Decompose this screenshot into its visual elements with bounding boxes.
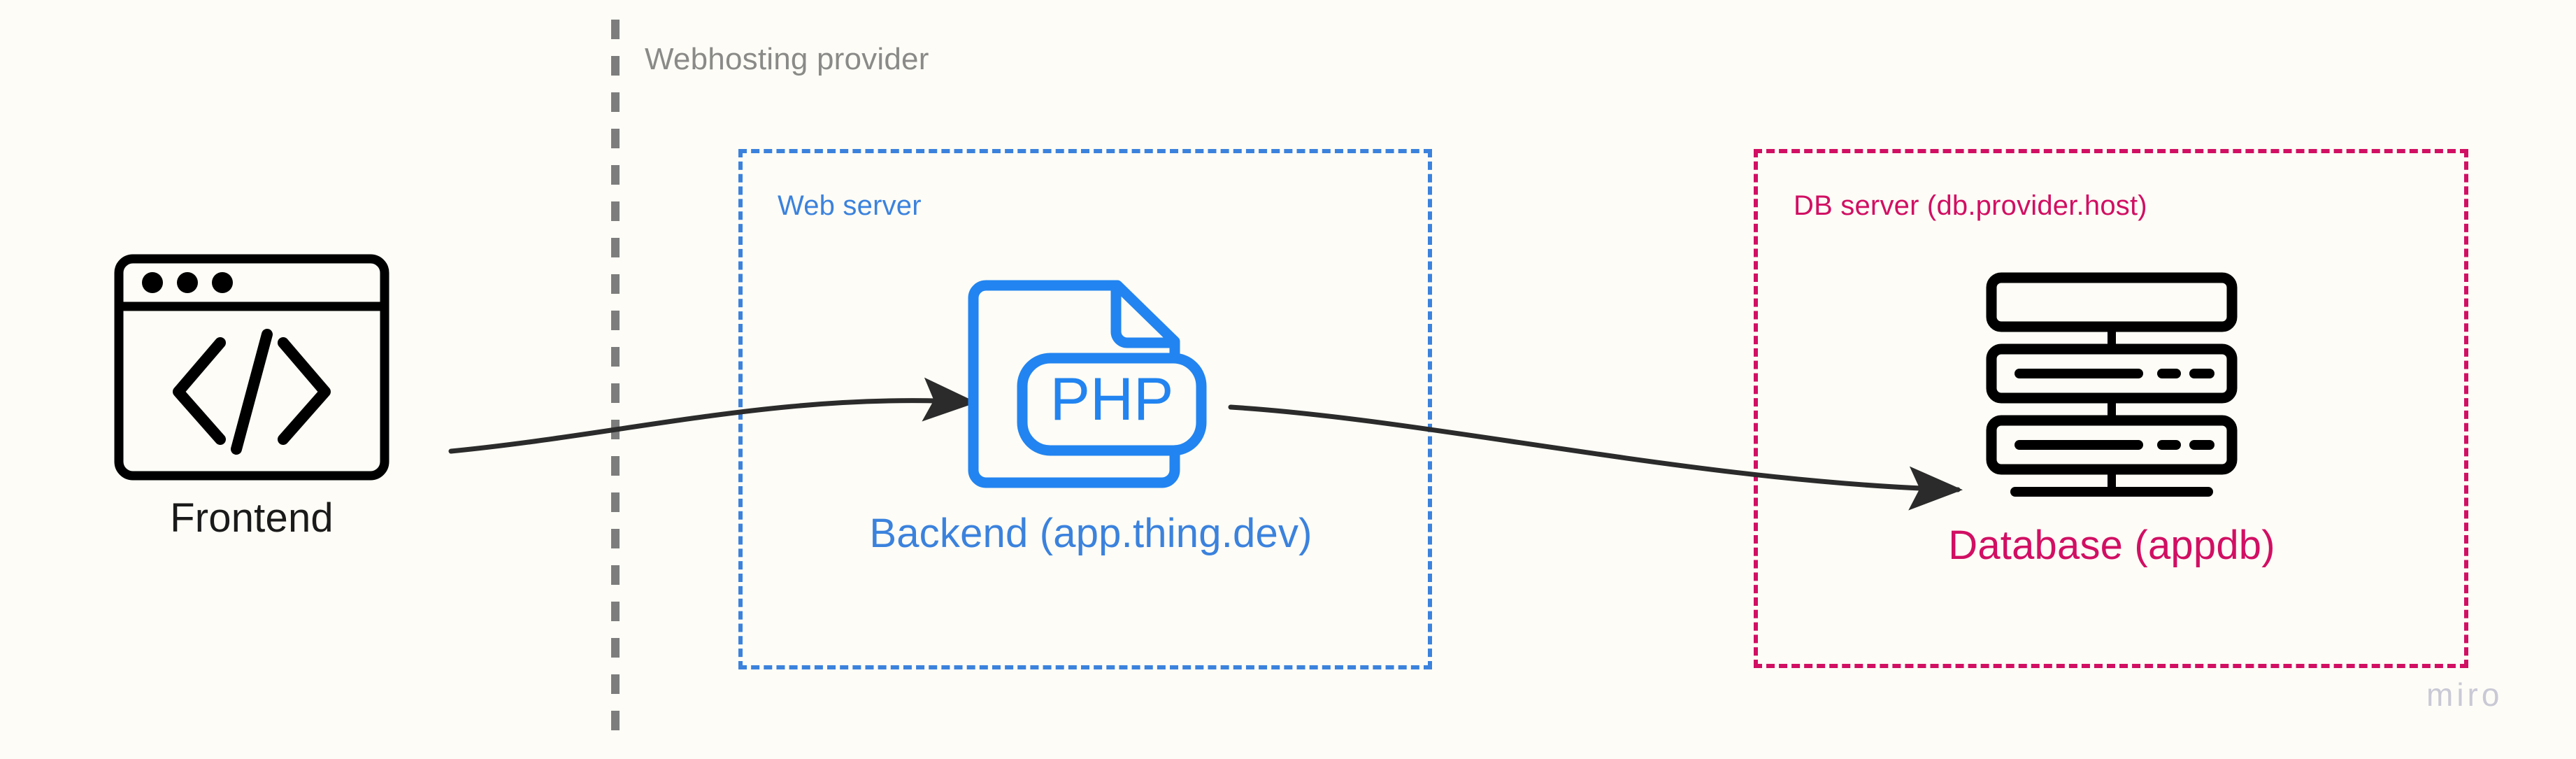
node-database-caption: Database (appdb) bbox=[1948, 523, 2275, 568]
miro-watermark: miro bbox=[2426, 676, 2503, 713]
php-file-icon: PHP bbox=[968, 280, 1207, 488]
node-backend[interactable]: PHP Backend (app.thing.dev) bbox=[825, 280, 1357, 554]
node-database[interactable]: Database (appdb) bbox=[1832, 269, 2391, 566]
webhosting-provider-divider-icon bbox=[611, 20, 620, 732]
node-backend-caption: Backend (app.thing.dev) bbox=[869, 511, 1312, 556]
node-frontend[interactable]: Frontend bbox=[70, 252, 434, 539]
zone-db-server-label: DB server (db.provider.host) bbox=[1794, 190, 2147, 221]
zone-web-server-label: Web server bbox=[778, 190, 922, 221]
server-stack-icon bbox=[1986, 272, 2238, 497]
php-icon-text: PHP bbox=[1050, 366, 1174, 433]
browser-window-code-icon bbox=[114, 254, 389, 481]
node-frontend-caption: Frontend bbox=[170, 495, 334, 541]
webhosting-provider-label: Webhosting provider bbox=[645, 42, 929, 76]
